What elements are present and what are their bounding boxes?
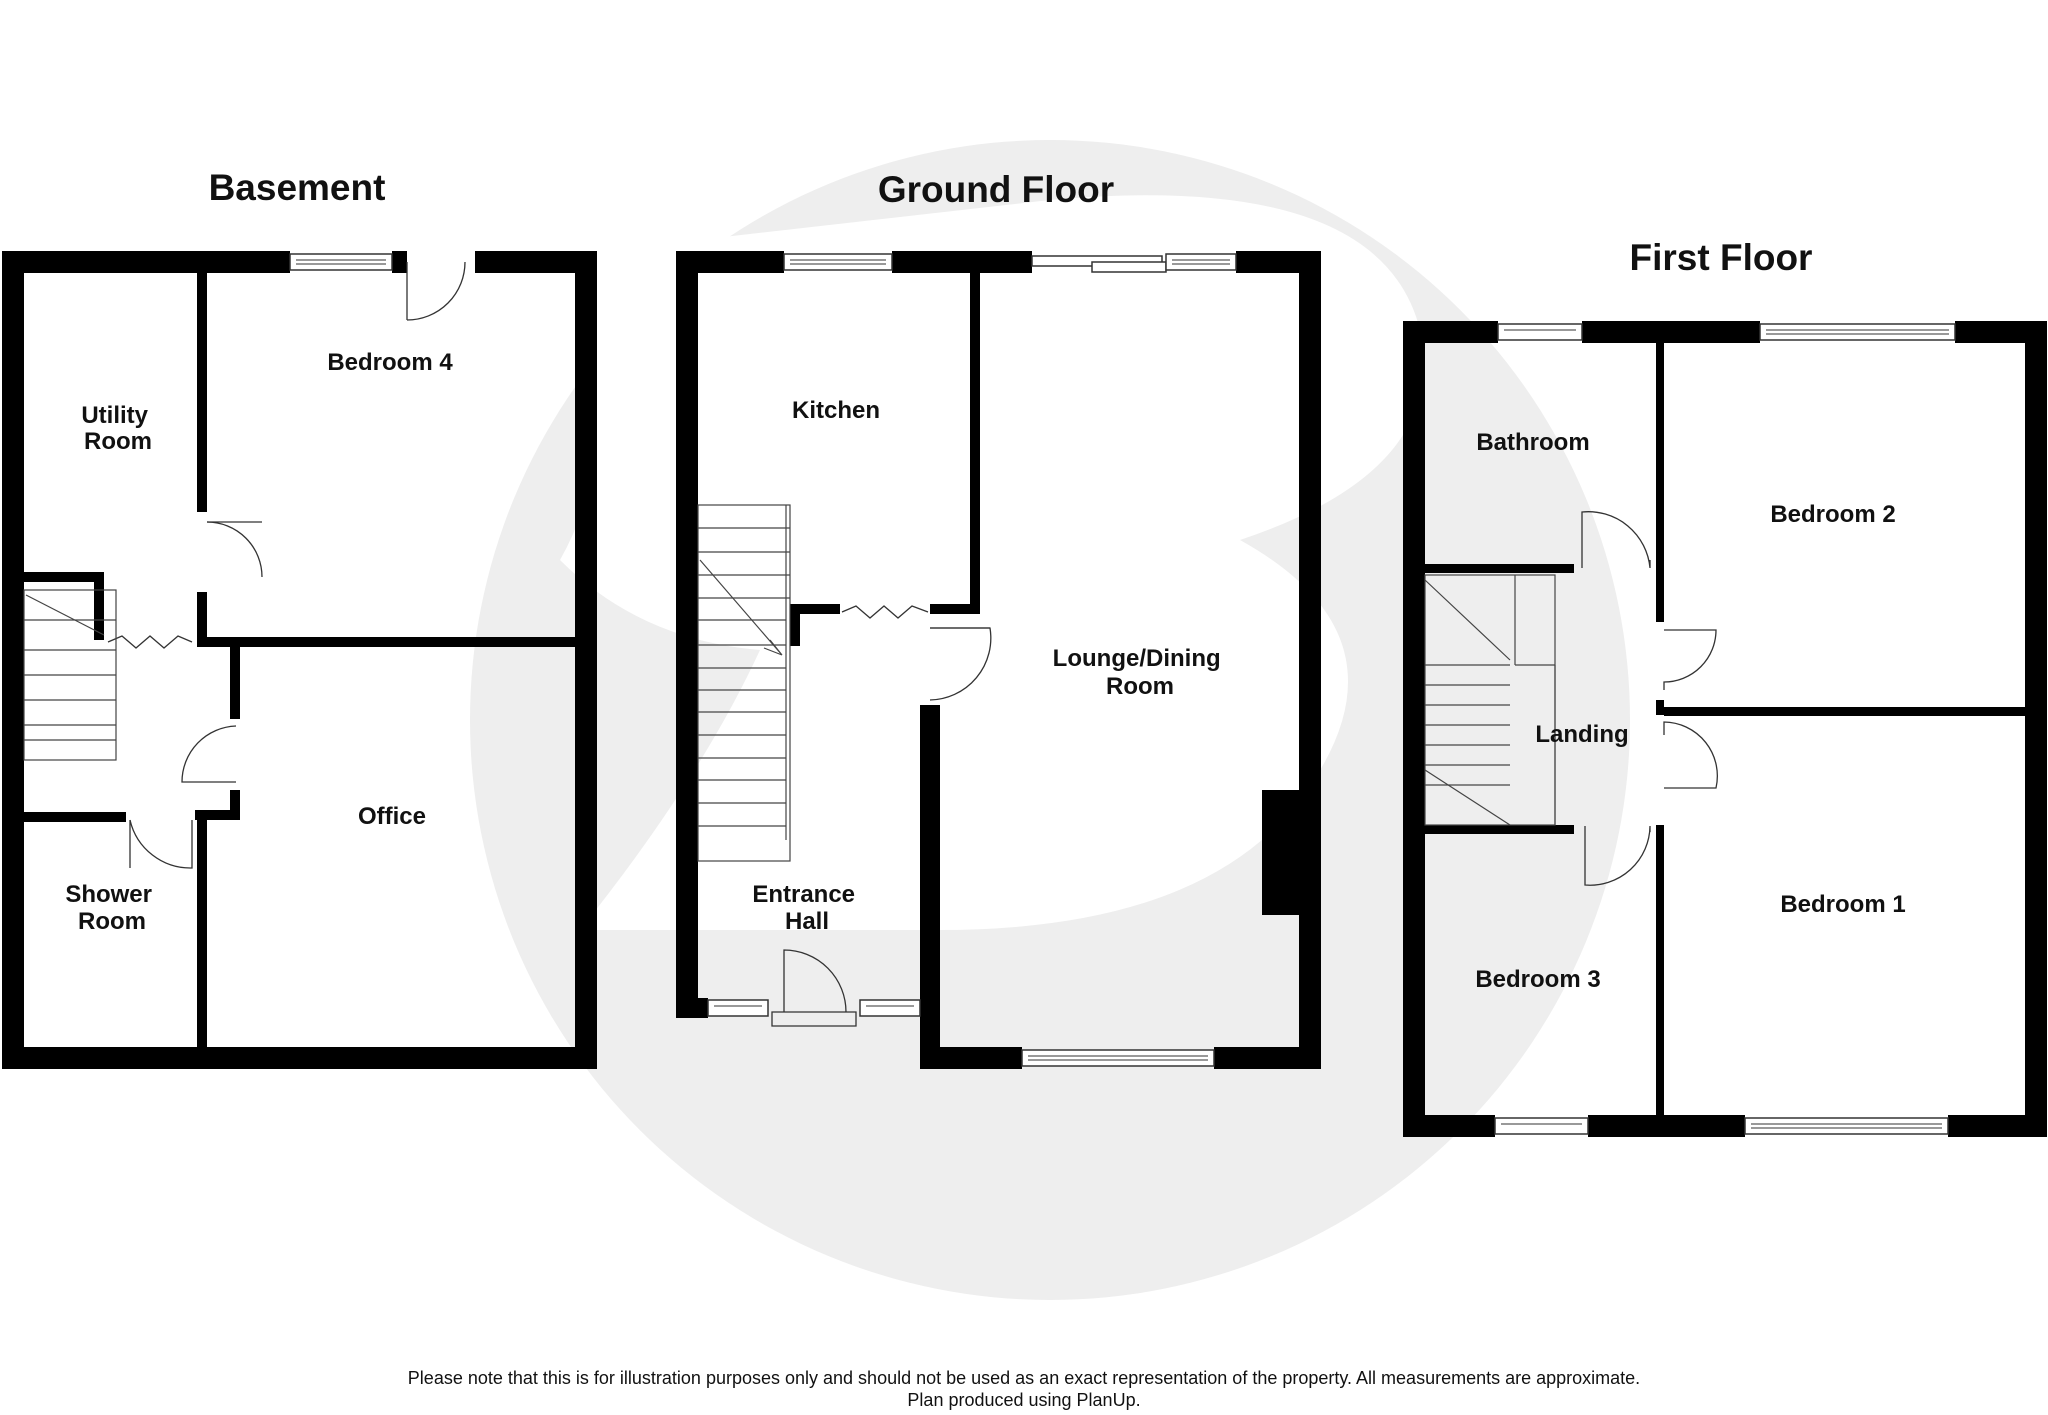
front-door: [771, 949, 857, 1027]
bathroom-label: Bathroom: [1476, 429, 1589, 456]
entrance-side-window-right: [859, 999, 921, 1017]
ground-floor-plan: Kitchen Lounge/Dining Room Entrance Hall: [676, 251, 1321, 1069]
bathroom-door: [1581, 511, 1651, 569]
basement-title: Basement: [209, 167, 386, 208]
ground-floor-title: Ground Floor: [878, 169, 1114, 210]
disclaimer-line-1: Please note that this is for illustratio…: [408, 1368, 1640, 1388]
lounge-patio-doors: [1031, 253, 1237, 273]
bedroom2-door: [1663, 629, 1717, 690]
bedroom1-door: [1663, 721, 1719, 789]
bedroom-3-label: Bedroom 3: [1475, 966, 1600, 993]
lounge-front-window: [1021, 1049, 1215, 1067]
bedroom3-door: [1584, 825, 1651, 886]
bedroom-1-label: Bedroom 1: [1780, 891, 1905, 918]
entrance-hall-label: Entrance Hall: [752, 881, 861, 935]
kitchen-window: [783, 253, 893, 271]
first-floor-title: First Floor: [1630, 237, 1813, 278]
basement-walls: [2, 251, 597, 1069]
utility-room-label: Utility Room: [81, 402, 154, 455]
bedroom1-window: [1744, 1117, 1949, 1135]
office-label: Office: [358, 803, 426, 830]
kitchen-folding-door: [841, 605, 929, 619]
lounge-door: [929, 627, 992, 701]
bedroom2-window: [1759, 323, 1956, 341]
disclaimer-line-2: Plan produced using PlanUp.: [907, 1390, 1140, 1410]
basement-staircase: [23, 589, 117, 761]
first-floor-staircase: [1424, 574, 1556, 826]
basement-plan: Utility Room Bedroom 4 Shower Room Offic…: [2, 251, 597, 1069]
lounge-dining-room-label: Lounge/Dining Room: [1053, 645, 1228, 700]
bedroom-2-label: Bedroom 2: [1770, 501, 1895, 528]
ground-floor-staircase: [697, 504, 791, 862]
utility-folding-door: [107, 635, 193, 649]
kitchen-label: Kitchen: [792, 397, 880, 424]
basement-window: [289, 253, 393, 271]
bedroom4-door: [206, 521, 263, 578]
bedroom-4-label: Bedroom 4: [327, 349, 453, 376]
bedroom4-external-door: [406, 261, 466, 321]
office-door: [181, 725, 237, 783]
entrance-side-window-left: [707, 999, 769, 1017]
ground-floor-walls: [676, 251, 1321, 1069]
landing-label: Landing: [1535, 721, 1628, 748]
shower-room-door: [129, 819, 193, 869]
shower-room-label: Shower Room: [65, 881, 158, 935]
bedroom3-window: [1494, 1117, 1589, 1135]
first-floor-walls: [1403, 321, 2047, 1137]
bathroom-window: [1497, 323, 1583, 341]
first-floor-plan: Bathroom Bedroom 2 Landing Bedroom 3 Bed…: [1403, 321, 2047, 1137]
